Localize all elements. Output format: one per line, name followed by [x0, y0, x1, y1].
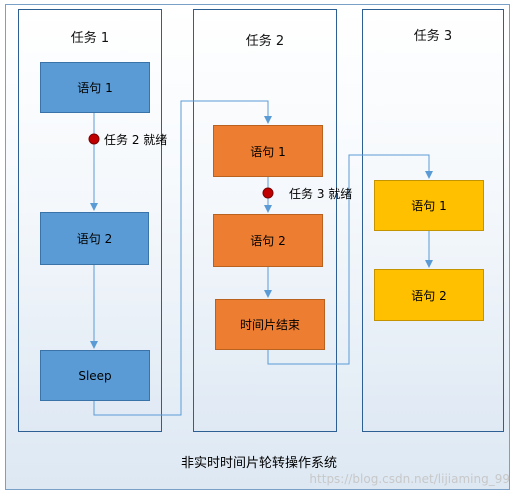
task3-title: 任务 3	[413, 29, 453, 44]
task3-statement1: 语句 1	[374, 180, 484, 231]
diagram-caption: 非实时时间片轮转操作系统	[180, 456, 337, 471]
task3-ready-label: 任务 3 就绪	[289, 187, 353, 201]
task1-title: 任务 1	[70, 31, 110, 46]
task2-statement2: 语句 2	[213, 214, 323, 267]
task1-statement2: 语句 2	[40, 212, 149, 265]
task1-statement1: 语句 1	[40, 62, 150, 113]
task3-ready-dot	[262, 187, 274, 199]
task1-sleep: Sleep	[40, 350, 150, 401]
task2-timeslice-end: 时间片结束	[215, 299, 325, 350]
task3-statement2: 语句 2	[374, 269, 484, 321]
task2-statement1: 语句 1	[213, 125, 323, 177]
task2-title: 任务 2	[245, 34, 285, 49]
switch-task1-to-task2	[93, 100, 272, 416]
task2-ready-dot	[88, 133, 100, 145]
watermark: https://blog.csdn.net/lijiaming_99	[309, 472, 510, 486]
task2-ready-label: 任务 2 就绪	[104, 133, 168, 147]
switch-task2-to-task3	[267, 154, 433, 365]
